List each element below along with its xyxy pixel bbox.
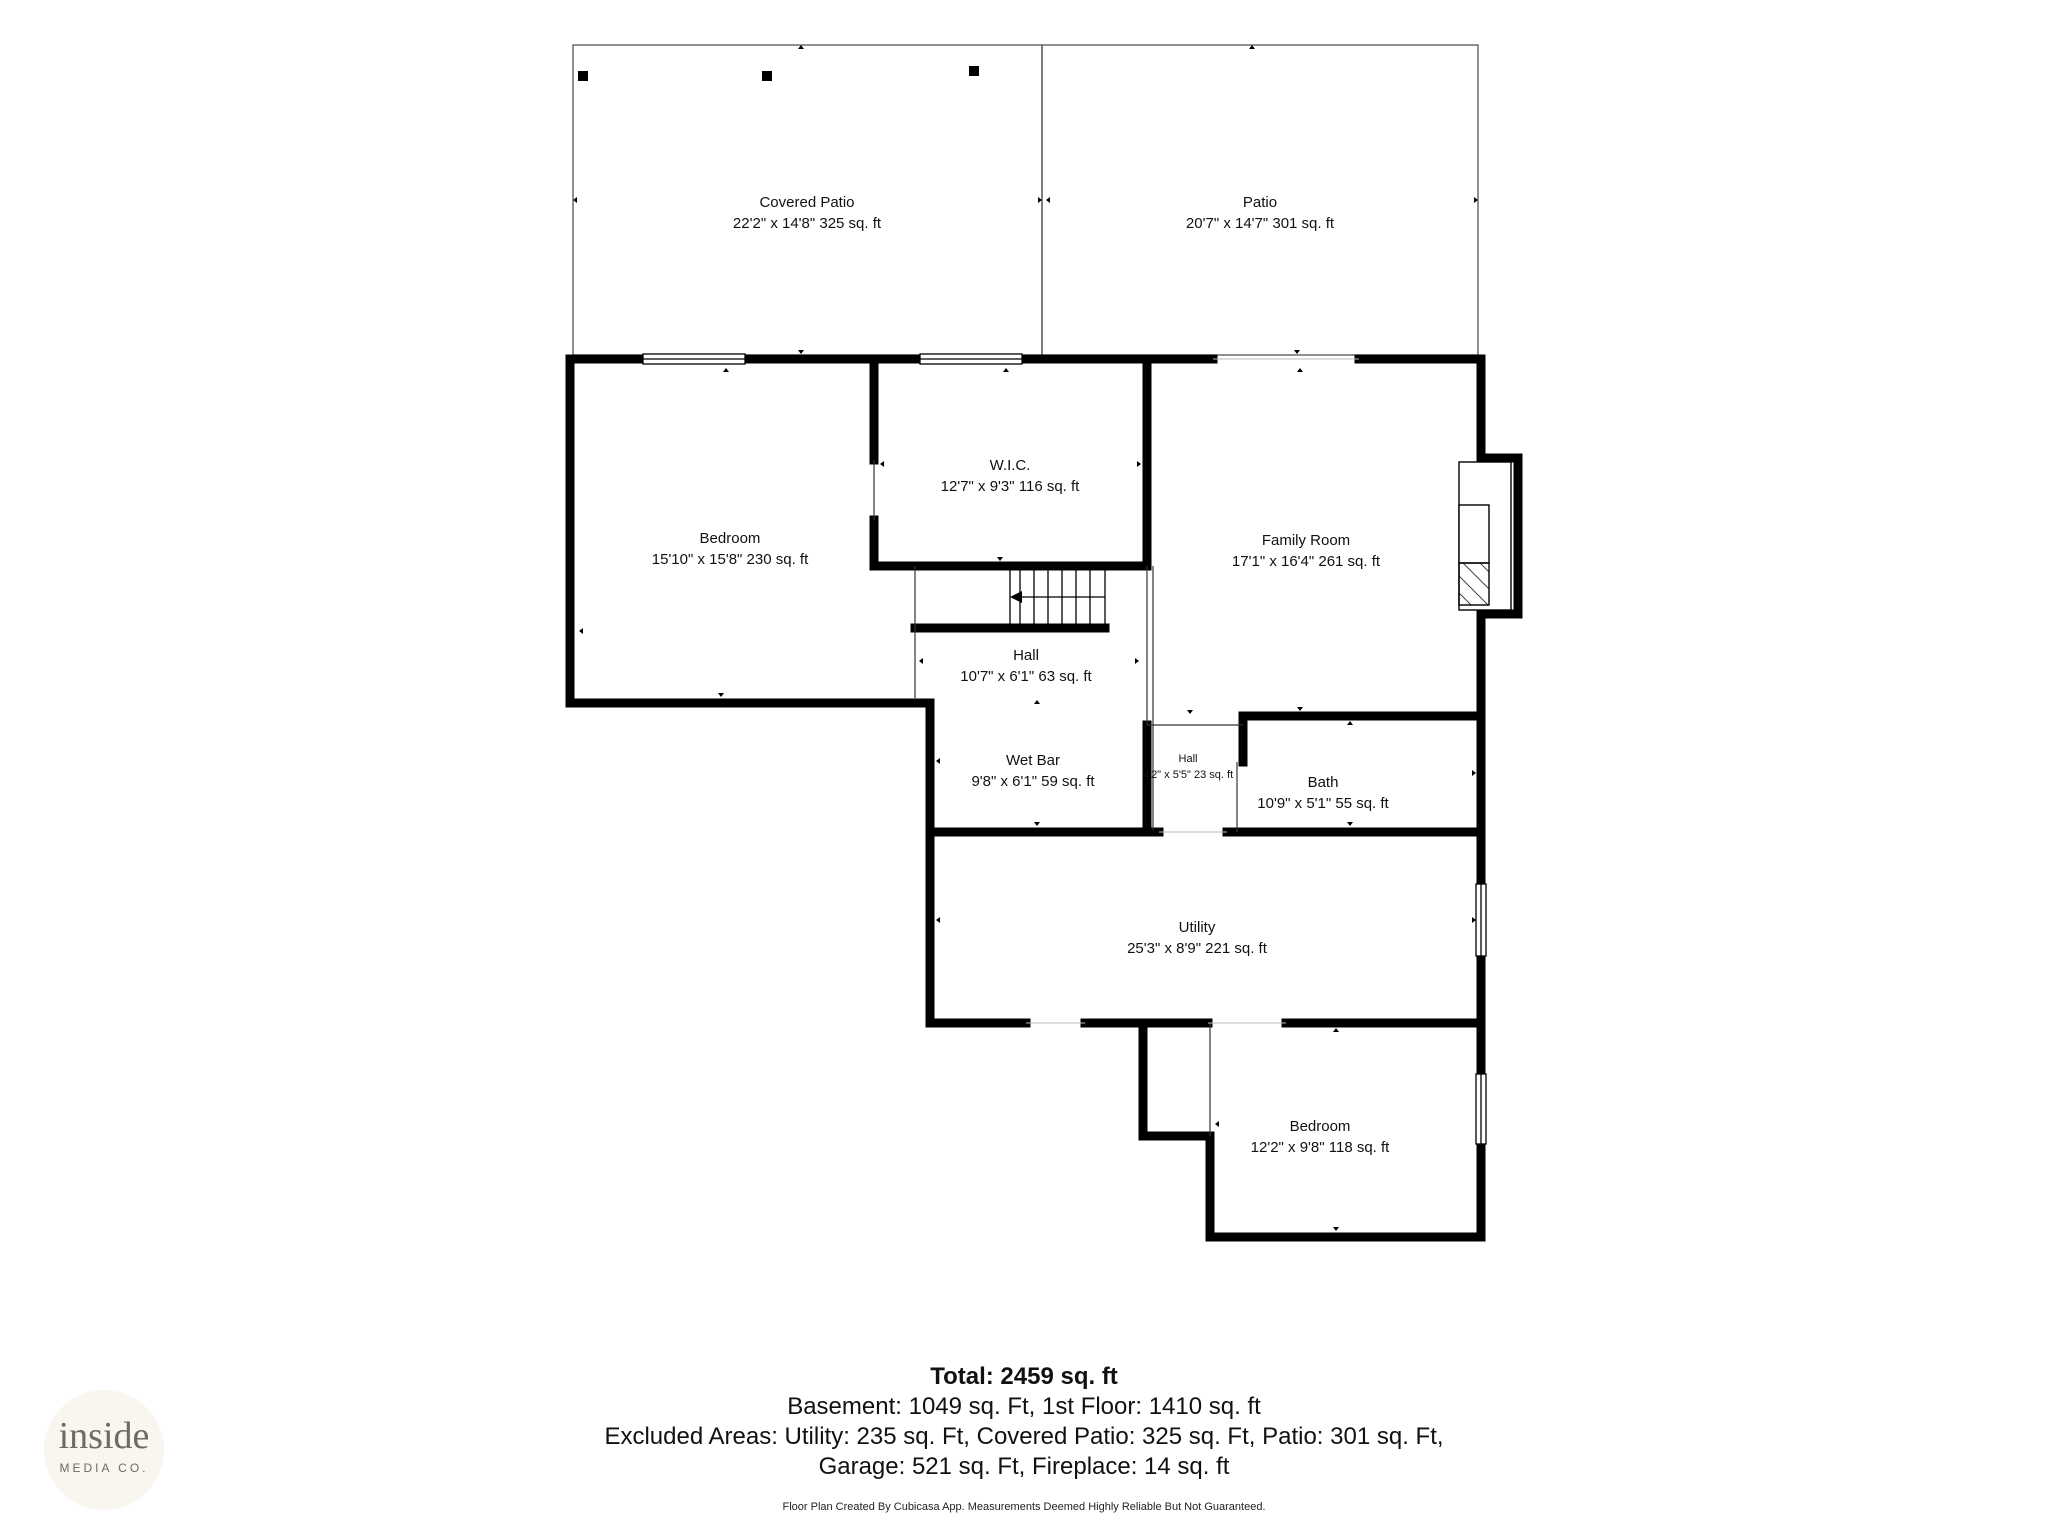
patio-posts bbox=[578, 66, 979, 81]
fireplace bbox=[1458, 453, 1523, 619]
room-name: Covered Patio bbox=[759, 194, 855, 211]
room-wic: W.I.C. 12'7" x 9'3" 116 sq. ft bbox=[941, 455, 1080, 497]
walls bbox=[565, 354, 1486, 1242]
room-utility: Utility 25'3" x 8'9" 221 sq. ft bbox=[1127, 917, 1267, 959]
excluded-areas: Excluded Areas: Utility: 235 sq. Ft, Cov… bbox=[604, 1423, 1444, 1450]
stairs bbox=[1009, 565, 1106, 629]
excluded-areas-continued: Garage: 521 sq. Ft, Fireplace: 14 sq. ft bbox=[818, 1453, 1230, 1480]
room-patio: Patio 20'7" x 14'7" 301 sq. ft bbox=[1186, 192, 1334, 234]
room-dimensions: 12'2" x 9'8" 118 sq. ft bbox=[1250, 1139, 1390, 1156]
room-name: Hall bbox=[1013, 647, 1039, 664]
room-name: Family Room bbox=[1261, 532, 1351, 549]
room-dimensions: 15'10" x 15'8" 230 sq. ft bbox=[651, 551, 809, 568]
logo-wordmark: inside bbox=[58, 1415, 150, 1457]
room-wet-bar: Wet Bar 9'8" x 6'1" 59 sq. ft bbox=[971, 750, 1094, 792]
patio-outlines bbox=[572, 44, 1479, 356]
room-bedroom-bottom: Bedroom 12'2" x 9'8" 118 sq. ft bbox=[1251, 1116, 1390, 1158]
room-dimensions: 4'2" x 5'5" 23 sq. ft bbox=[1142, 769, 1234, 781]
room-dimensions: 25'3" x 8'9" 221 sq. ft bbox=[1127, 940, 1267, 957]
room-name: Patio bbox=[1242, 194, 1278, 211]
room-name: Hall bbox=[1178, 753, 1198, 765]
disclaimer: Floor Plan Created By Cubicasa App. Meas… bbox=[782, 1501, 1266, 1513]
room-name: Wet Bar bbox=[1006, 752, 1060, 769]
room-dimensions: 9'8" x 6'1" 59 sq. ft bbox=[971, 773, 1095, 790]
windows bbox=[642, 353, 1487, 1145]
inside-media-logo: inside MEDIA CO. bbox=[44, 1390, 164, 1510]
area-summary: Total: 2459 sq. ft Basement: 1049 sq. Ft… bbox=[0, 1362, 2048, 1482]
thin-partitions bbox=[873, 460, 1243, 1136]
room-dimensions: 10'9" x 5'1" 55 sq. ft bbox=[1257, 795, 1389, 812]
room-name: Bedroom bbox=[1289, 1118, 1351, 1135]
room-bedroom-left: Bedroom 15'10" x 15'8" 230 sq. ft bbox=[652, 528, 808, 570]
room-dimensions: 17'1" x 16'4" 261 sq. ft bbox=[1231, 553, 1381, 570]
logo-subtitle: MEDIA CO. bbox=[59, 1461, 149, 1475]
room-hall-small: Hall 4'2" x 5'5" 23 sq. ft bbox=[1143, 751, 1233, 783]
room-name: Bedroom bbox=[699, 530, 761, 547]
room-dimensions: 10'7" x 6'1" 63 sq. ft bbox=[960, 668, 1092, 685]
room-name: Bath bbox=[1307, 774, 1339, 791]
dimension-markers bbox=[573, 45, 1478, 1231]
door-openings bbox=[1026, 358, 1359, 1024]
room-covered-patio: Covered Patio 22'2" x 14'8" 325 sq. ft bbox=[733, 192, 881, 234]
room-family-room: Family Room 17'1" x 16'4" 261 sq. ft bbox=[1232, 530, 1380, 572]
total-area: Total: 2459 sq. ft bbox=[930, 1363, 1118, 1390]
room-hall-main: Hall 10'7" x 6'1" 63 sq. ft bbox=[960, 645, 1091, 687]
room-name: Utility bbox=[1178, 919, 1216, 936]
room-dimensions: 20'7" x 14'7" 301 sq. ft bbox=[1185, 215, 1335, 232]
room-name: W.I.C. bbox=[989, 457, 1031, 474]
room-dimensions: 12'7" x 9'3" 116 sq. ft bbox=[940, 478, 1080, 495]
room-dimensions: 22'2" x 14'8" 325 sq. ft bbox=[732, 215, 882, 232]
floor-areas: Basement: 1049 sq. Ft, 1st Floor: 1410 s… bbox=[787, 1393, 1261, 1420]
room-bath: Bath 10'9" x 5'1" 55 sq. ft bbox=[1257, 772, 1388, 814]
